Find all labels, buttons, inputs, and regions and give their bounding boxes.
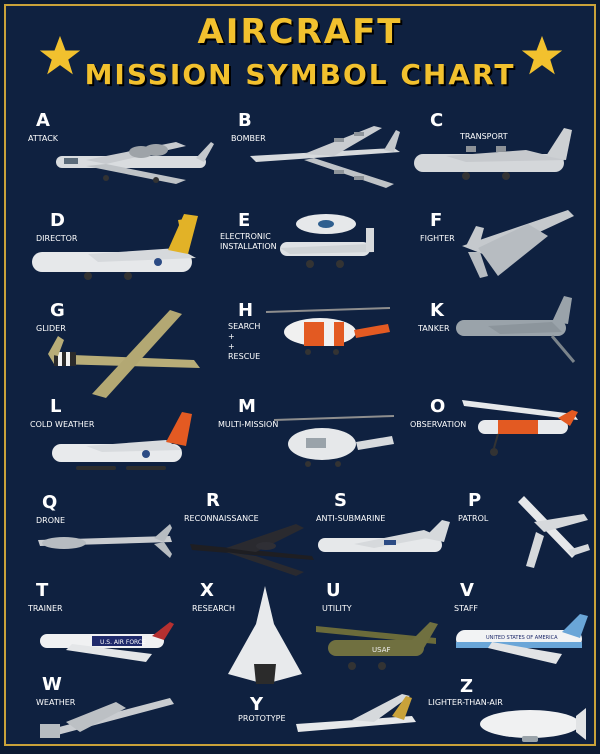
letter-q: Q xyxy=(42,492,58,513)
label-search-rescue: SEARCH + + RESCUE xyxy=(228,322,260,362)
label-installation: INSTALLATION xyxy=(220,242,277,251)
label-director: DIRECTOR xyxy=(36,234,78,243)
vc-25-air-force-one-icon: UNITED STATES OF AMERICA xyxy=(452,612,592,668)
letter-c: C xyxy=(430,110,444,131)
letter-r: R xyxy=(206,490,220,511)
prototype-jet-icon xyxy=(292,690,418,744)
label-drone: DRONE xyxy=(36,516,66,525)
c-130-transport-icon xyxy=(406,124,582,190)
label-lighter-than-air: LIGHTER-THAN-AIR xyxy=(428,698,503,707)
letter-y: Y xyxy=(250,694,264,715)
letter-o: O xyxy=(430,396,446,417)
p-8-poseidon-icon xyxy=(314,518,456,566)
star-icon-left xyxy=(38,34,82,78)
label-bomber: BOMBER xyxy=(231,134,266,143)
title-line-2: MISSION SYMBOL CHART xyxy=(84,58,516,91)
label-cold-weather: COLD WEATHER xyxy=(30,420,95,429)
label-reconnaissance: RECONNAISSANCE xyxy=(184,514,259,523)
label-rescue: + RESCUE xyxy=(228,342,261,361)
letter-x: X xyxy=(200,580,214,601)
united-states-marking: UNITED STATES OF AMERICA xyxy=(486,635,558,641)
label-staff: STAFF xyxy=(454,604,479,613)
multi-mission-helicopter-icon xyxy=(272,410,396,476)
chart-frame: AIRCRAFT MISSION SYMBOL CHART A ATTACK B… xyxy=(4,4,596,746)
usaf-marking: USAF xyxy=(372,646,391,654)
letter-h: H xyxy=(238,300,254,321)
sr-71-blackbird-icon xyxy=(186,520,316,580)
label-transport: TRANSPORT xyxy=(460,132,508,141)
label-search: SEARCH + xyxy=(228,322,261,341)
blimp-icon xyxy=(476,706,588,744)
label-multi-mission: MULTI-MISSION xyxy=(218,420,279,429)
label-weather: WEATHER xyxy=(36,698,76,707)
label-trainer: TRAINER xyxy=(28,604,63,613)
title-line-1: AIRCRAFT xyxy=(197,12,403,52)
observation-plane-icon xyxy=(458,390,584,460)
letter-e: E xyxy=(238,210,251,231)
letter-d: D xyxy=(50,210,65,231)
letter-s: S xyxy=(334,490,347,511)
b-52-bomber-icon xyxy=(244,118,404,192)
label-observation: OBSERVATION xyxy=(410,420,467,429)
label-prototype: PROTOTYPE xyxy=(238,714,286,723)
label-utility: UTILITY xyxy=(322,604,352,613)
star-icon-right xyxy=(520,34,564,78)
letter-l: L xyxy=(50,396,62,417)
label-attack: ATTACK xyxy=(28,134,59,143)
letter-a: A xyxy=(36,110,50,131)
label-glider: GLIDER xyxy=(36,324,66,333)
letter-w: W xyxy=(42,674,62,695)
e-2-hawkeye-icon xyxy=(270,208,384,278)
military-glider-icon xyxy=(44,306,202,398)
t-6-trainer-icon: U.S. AIR FORCE xyxy=(32,614,178,666)
kc-46-tanker-icon xyxy=(452,292,580,366)
rescue-helicopter-icon xyxy=(264,302,392,364)
x-37-spaceplane-icon xyxy=(224,584,306,690)
letter-f: F xyxy=(430,210,443,231)
drone-director-aircraft-icon xyxy=(28,208,200,284)
label-fighter: FIGHTER xyxy=(420,234,455,243)
ski-equipped-transport-icon xyxy=(46,410,196,478)
a-10-attack-jet-icon xyxy=(46,128,216,190)
label-anti-submarine: ANTI-SUBMARINE xyxy=(316,514,386,523)
patrol-jet-icon xyxy=(504,492,592,572)
label-tanker: TANKER xyxy=(418,324,450,333)
weather-recon-plane-icon xyxy=(36,692,176,744)
f-22-fighter-icon xyxy=(458,206,576,280)
predator-drone-icon xyxy=(34,520,174,562)
letter-p: P xyxy=(468,490,482,511)
letter-m: M xyxy=(238,396,256,417)
letter-z: Z xyxy=(460,676,474,697)
letter-b: B xyxy=(238,110,252,131)
letter-k: K xyxy=(430,300,444,321)
label-patrol: PATROL xyxy=(458,514,489,523)
label-electronic-installation: ELECTRONIC INSTALLATION xyxy=(220,232,277,252)
letter-u: U xyxy=(326,580,341,601)
us-air-force-marking: U.S. AIR FORCE xyxy=(100,639,146,646)
letter-g: G xyxy=(50,300,65,321)
letter-v: V xyxy=(460,580,474,601)
label-electronic: ELECTRONIC xyxy=(220,232,271,241)
label-research: RESEARCH xyxy=(192,604,235,613)
utility-high-wing-plane-icon: USAF xyxy=(312,612,442,676)
letter-t: T xyxy=(36,580,49,601)
